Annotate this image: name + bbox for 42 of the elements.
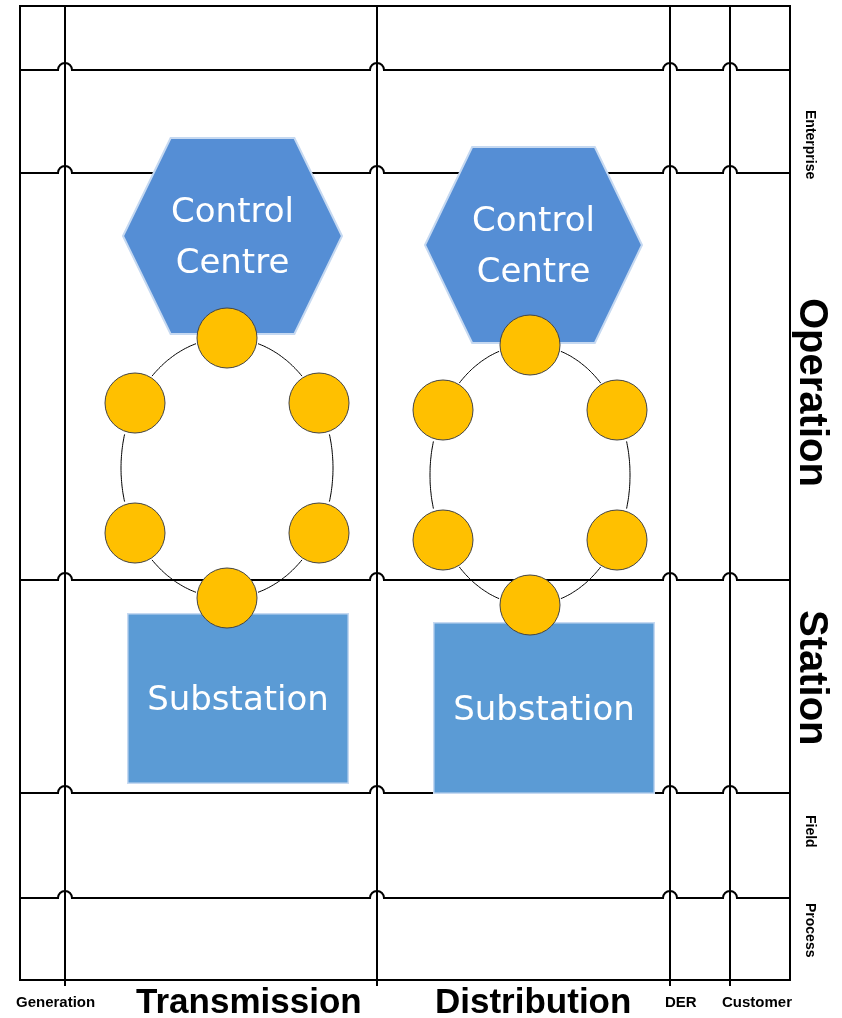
circle-node [287, 372, 350, 434]
ring-line [257, 559, 303, 593]
substation-box [433, 622, 655, 794]
circle-node [196, 307, 258, 369]
circle-node [196, 567, 258, 629]
layer-label: Operation [792, 298, 836, 487]
layer-label: Field [803, 815, 819, 848]
layer-label: Enterprise [803, 110, 819, 180]
circle-node [499, 574, 561, 636]
ring-line [429, 440, 434, 510]
substation-box [127, 613, 349, 784]
ring-line [458, 350, 500, 384]
ring-line [560, 350, 602, 384]
ring-line [120, 433, 126, 503]
node-label: Control Centre [471, 198, 596, 292]
ring-line [560, 566, 602, 600]
ring-line [151, 559, 197, 593]
ring-line [328, 433, 334, 503]
control-centre-hexagon [424, 146, 643, 344]
circle-node [499, 314, 561, 376]
node-label: Substation [453, 686, 635, 730]
node-label: Substation [147, 677, 329, 720]
circle-node [287, 502, 350, 564]
ring-line [458, 566, 500, 600]
ring-line [151, 343, 197, 377]
circle-node [585, 379, 648, 441]
domain-label: Customer [722, 994, 792, 1011]
circle-node [104, 372, 167, 434]
control-centre-hexagon [122, 137, 343, 335]
circle-node [104, 502, 167, 564]
circle-node [412, 509, 475, 571]
node-label: Control Centre [170, 189, 295, 283]
layer-label: Station [792, 610, 836, 746]
layer-label: Process [803, 903, 819, 958]
domain-label: Generation [16, 994, 96, 1011]
domain-label: DER [665, 994, 697, 1011]
ring-line [626, 440, 631, 510]
ring-line [257, 343, 303, 377]
circle-node [585, 509, 648, 571]
domain-label: Transmission [136, 982, 362, 1018]
circle-node [412, 379, 475, 441]
domain-label: Distribution [435, 982, 632, 1018]
